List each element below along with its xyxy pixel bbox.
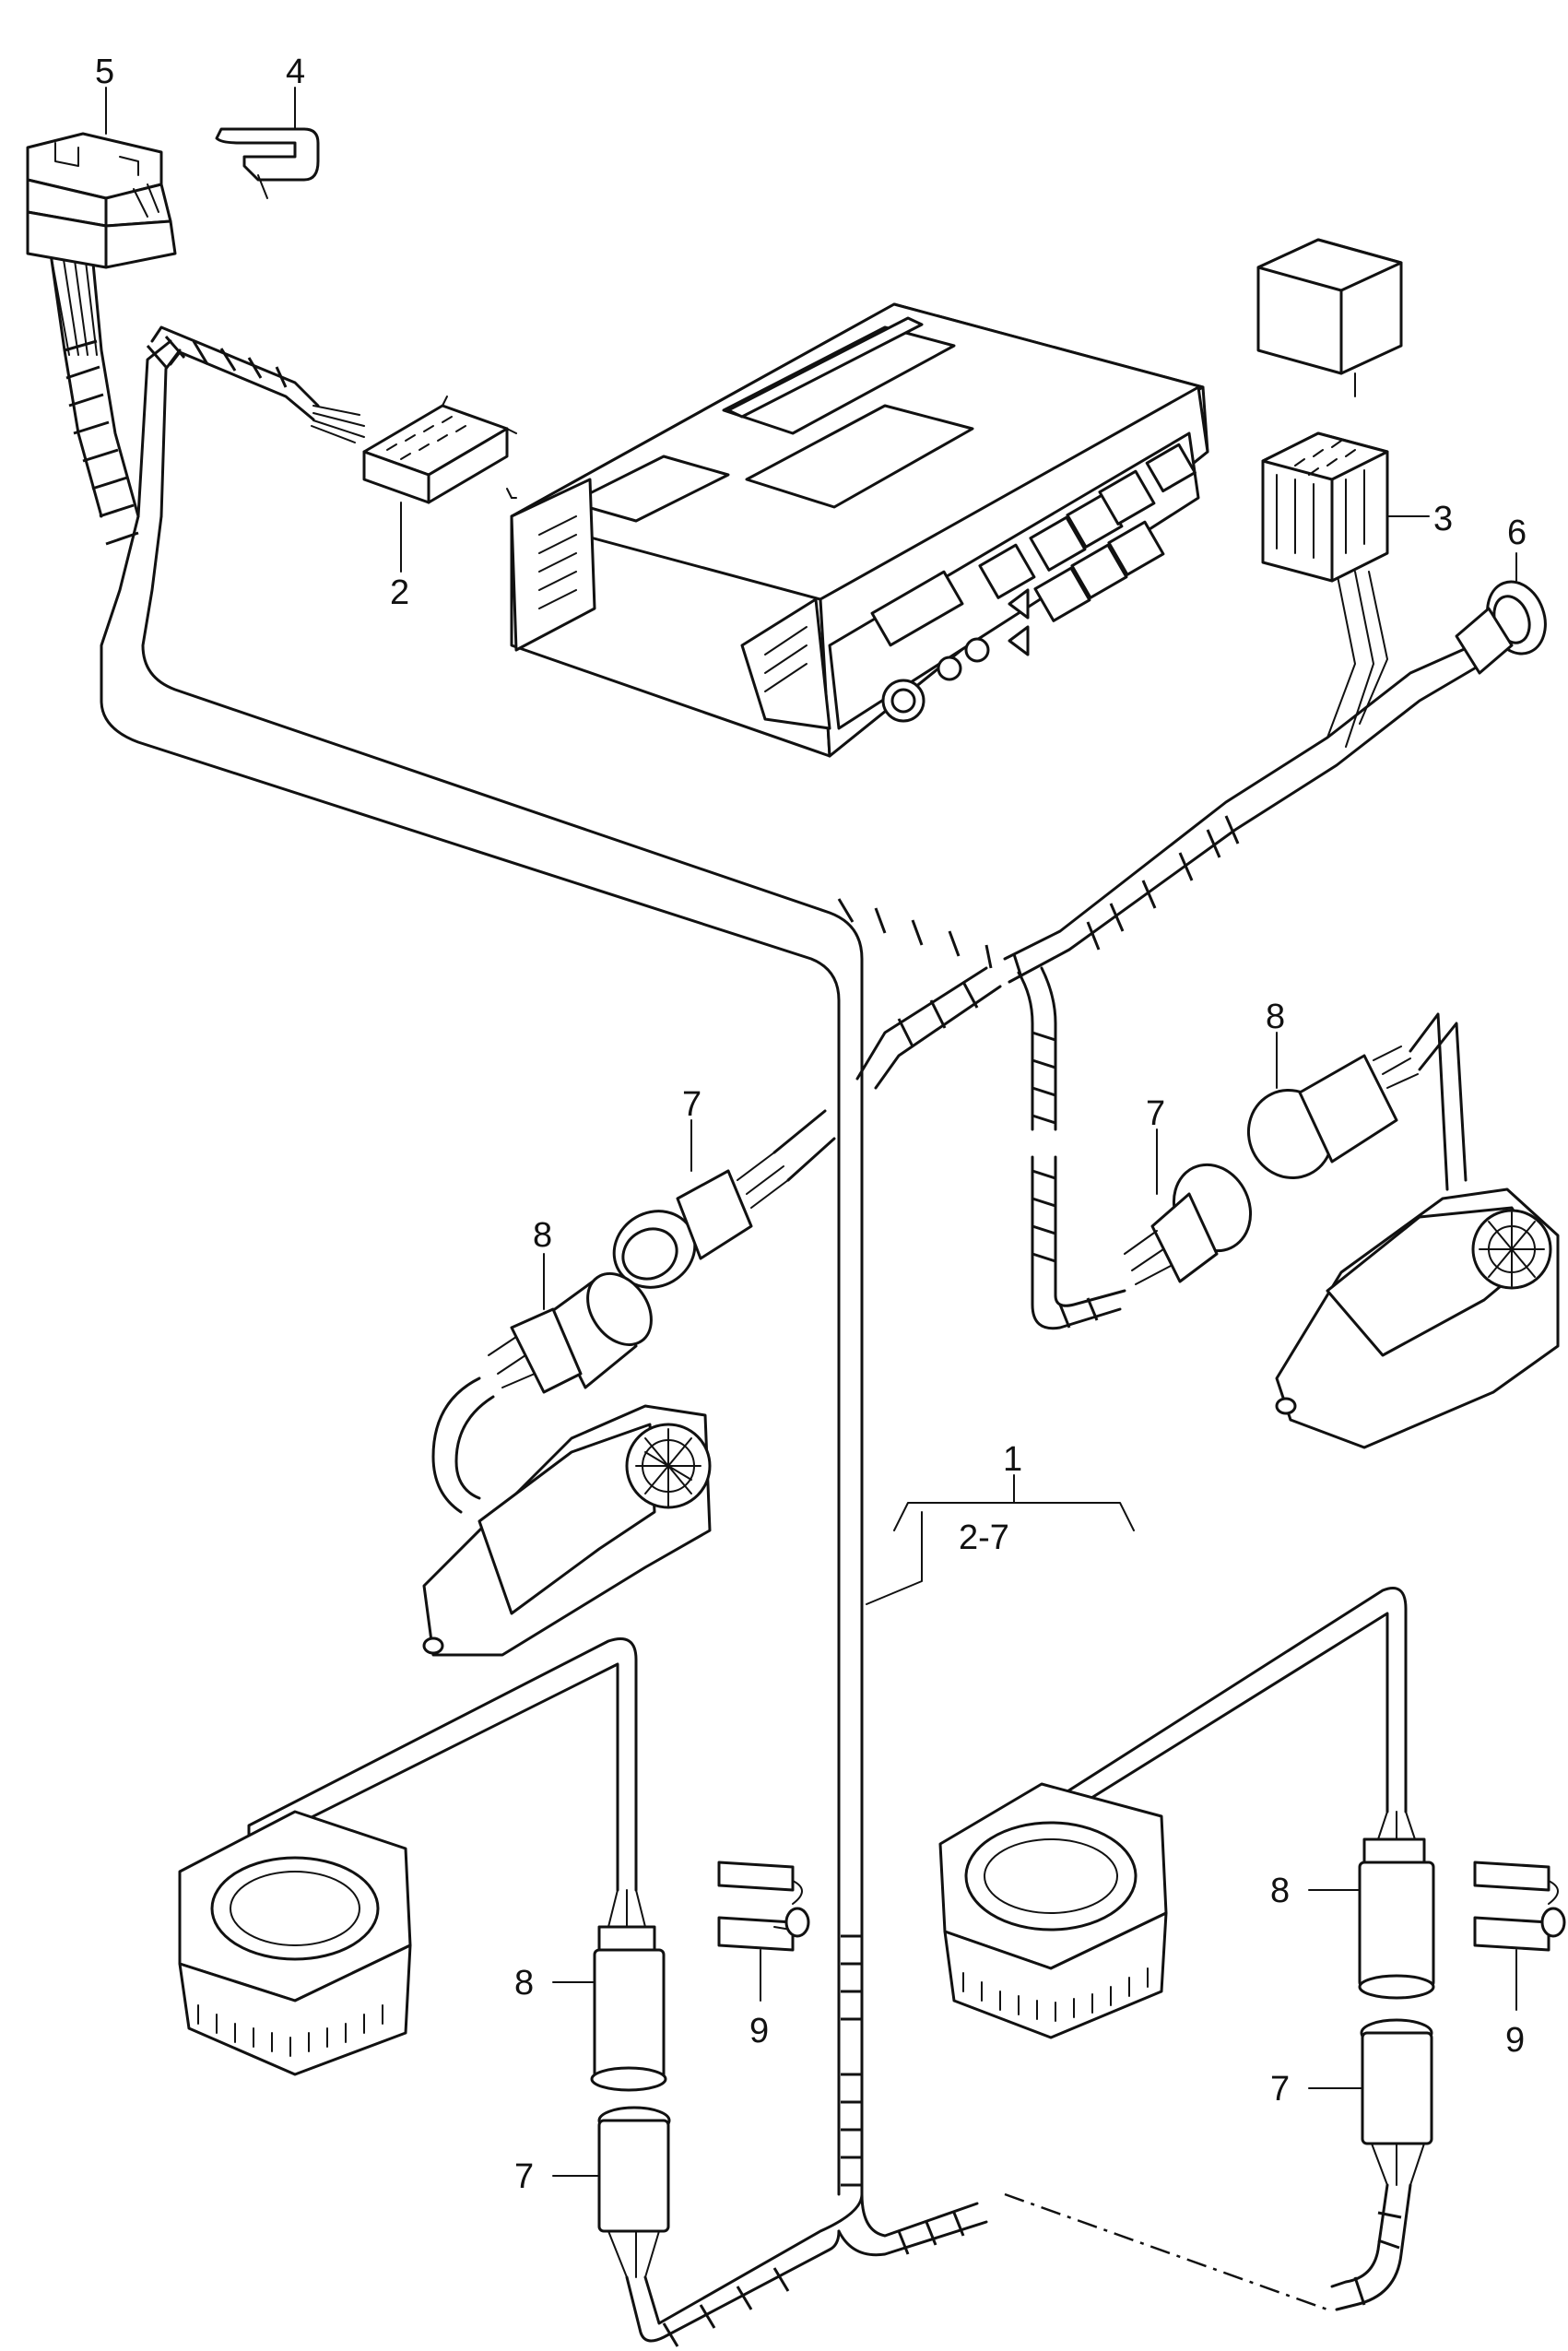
callout-7-mid-right: 7: [1146, 1094, 1165, 1133]
connector-2-radio-plug: [362, 396, 517, 573]
callout-7-mid-left: 7: [682, 1085, 701, 1124]
mid-right-speaker-cable: [1409, 1012, 1468, 1191]
lower-right-connector-8: [1308, 1811, 1435, 2000]
clip-4: [215, 87, 320, 199]
mid-left-connector-8: [488, 1253, 653, 1394]
callout-7-lower-right: 7: [1270, 2070, 1290, 2109]
callout-8-lower-right: 8: [1270, 1872, 1290, 1910]
callout-5: 5: [95, 53, 114, 91]
mid-left-connector-7: [612, 1109, 836, 1289]
mid-left-speaker-cable: [431, 1376, 495, 1514]
callout-3: 3: [1433, 500, 1453, 538]
callout-1-bracket: [866, 1474, 1135, 1605]
lower-left-connector-7: [552, 2106, 864, 2347]
callout-labels: 5 4 2 3 6 7 8 8 7 1 2-7 8 7 9 8 7 9: [95, 53, 1527, 2196]
lower-left-connector-8: [552, 1889, 667, 2092]
callout-9-lower-left: 9: [749, 2012, 769, 2050]
callout-7-lower-left: 7: [514, 2157, 534, 2196]
callout-9-lower-right: 9: [1505, 2021, 1525, 2060]
top-left-connector-cable: [49, 252, 140, 518]
mid-right-tweeter-housing: [1275, 1187, 1560, 1449]
mid-right-connector-8: [1246, 1032, 1419, 1179]
lower-right-harness-link: [837, 2192, 1328, 2311]
lower-left-clip-9: [717, 1861, 810, 2002]
connector-5-multi-plug: [26, 87, 177, 269]
mid-right-connector-7: [1124, 1128, 1253, 1285]
callout-1: 1: [1003, 1440, 1022, 1479]
callout-6: 6: [1507, 514, 1527, 552]
connector-3-relay-socket: [1261, 431, 1430, 583]
lower-right-clip-9: [1473, 1861, 1566, 2011]
relay-unit: [1256, 238, 1403, 397]
callout-2: 2: [390, 573, 409, 612]
harness-tape-wraps: [64, 336, 1023, 2187]
callout-8-lower-left: 8: [514, 1964, 534, 2002]
mid-left-tweeter-housing: [422, 1404, 712, 1657]
radio-connector-cable: [150, 325, 365, 443]
callout-8-mid-right: 8: [1266, 998, 1285, 1036]
callout-1-range: 2-7: [959, 1518, 1009, 1557]
lower-right-connector-7: [1308, 2018, 1433, 2311]
radio-head-unit: [510, 302, 1209, 758]
callout-8-mid-left: 8: [533, 1216, 552, 1255]
lower-right-woofer: [938, 1587, 1408, 2039]
right-branch-harness: [855, 571, 1500, 1330]
grommet-6: [1455, 552, 1547, 675]
lower-left-woofer: [178, 1637, 638, 2076]
callout-4: 4: [286, 53, 305, 91]
